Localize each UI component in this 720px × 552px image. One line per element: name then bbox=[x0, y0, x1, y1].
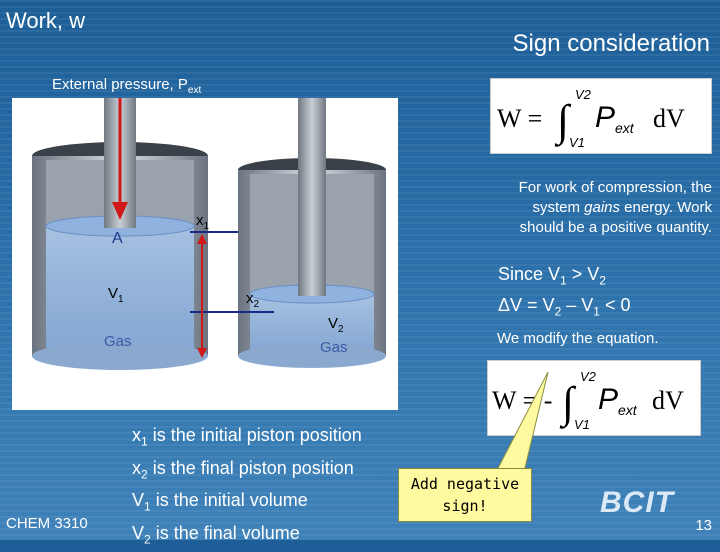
negative-work-formula: W = - ∫ V2 V1 Pext dV bbox=[487, 360, 701, 436]
piston-diagram-svg: A x1 x2 V1 V2 Gas Gas bbox=[32, 88, 386, 370]
add-negative-sign-callout: Add negative sign! bbox=[398, 468, 532, 522]
page-number: 13 bbox=[695, 517, 712, 534]
integral2-sign: ∫ bbox=[559, 378, 577, 429]
callout-line-1: Add negative bbox=[410, 475, 520, 493]
definition-x2: x2 is the final piston position bbox=[132, 457, 354, 482]
modify-text: We modify the equation. bbox=[497, 330, 659, 347]
definition-v1: V1 is the initial volume bbox=[132, 490, 308, 514]
formula-w: W = bbox=[497, 104, 542, 133]
integral-sign: ∫ bbox=[554, 96, 572, 147]
compression-line-2: system gains energy. Work bbox=[532, 199, 712, 216]
cylinder-2 bbox=[238, 98, 386, 368]
integral2-lower: V1 bbox=[574, 417, 590, 432]
course-code: CHEM 3310 bbox=[6, 515, 88, 532]
since-line-1: Since V1 > V2 bbox=[498, 264, 606, 288]
compression-line-1: For work of compression, the bbox=[518, 179, 712, 196]
formula-p: Pext bbox=[595, 101, 635, 136]
work-formula-svg: W = ∫ V2 V1 Pext dV bbox=[497, 87, 685, 150]
since-line-2: ΔV = V2 – V1 < 0 bbox=[498, 294, 631, 319]
delta-x-arrow-top bbox=[197, 234, 207, 244]
bcit-logo: BCIT bbox=[600, 486, 674, 519]
delta-x-arrow-bottom bbox=[197, 348, 207, 358]
external-pressure-label: External pressure, Pext bbox=[52, 76, 202, 96]
delta-x-label: Δx =x2-x1 bbox=[192, 364, 254, 384]
work-formula: W = ∫ V2 V1 Pext dV bbox=[490, 78, 712, 154]
slide-subtitle: Sign consideration bbox=[512, 30, 710, 57]
label-V1: V1 bbox=[108, 285, 124, 305]
callout-line-2: sign! bbox=[442, 497, 488, 515]
label-x2: x2 bbox=[246, 290, 260, 310]
label-gas-2: Gas bbox=[320, 339, 348, 356]
integral-lower: V1 bbox=[569, 135, 585, 150]
pressure-arrow-head bbox=[112, 202, 128, 220]
formula-dv: dV bbox=[653, 104, 685, 133]
formula2-dv: dV bbox=[652, 386, 684, 415]
label-V2: V2 bbox=[328, 315, 344, 335]
label-x1: x1 bbox=[196, 212, 210, 232]
piston-diagram: A x1 x2 V1 V2 Gas Gas bbox=[12, 88, 398, 410]
definitions-list: x1 is the initial piston position x2 is … bbox=[132, 422, 362, 552]
since-statement: Since V1 > V2 ΔV = V2 – V1 < 0 bbox=[498, 262, 631, 323]
integral-upper: V2 bbox=[575, 87, 592, 102]
compression-explanation: For work of compression, the system gain… bbox=[470, 178, 712, 238]
compression-line-3: should be a positive quantity. bbox=[519, 219, 712, 236]
definition-v2: V2 is the final volume bbox=[132, 522, 300, 547]
formula2-p: Pext bbox=[598, 383, 638, 418]
definition-x1: x1 is the initial piston position bbox=[132, 425, 362, 449]
callout-pointer bbox=[495, 372, 549, 472]
label-gas-1: Gas bbox=[104, 333, 132, 350]
integral2-upper: V2 bbox=[580, 369, 597, 384]
label-A: A bbox=[112, 230, 123, 247]
slide-title: Work, w bbox=[6, 8, 86, 33]
